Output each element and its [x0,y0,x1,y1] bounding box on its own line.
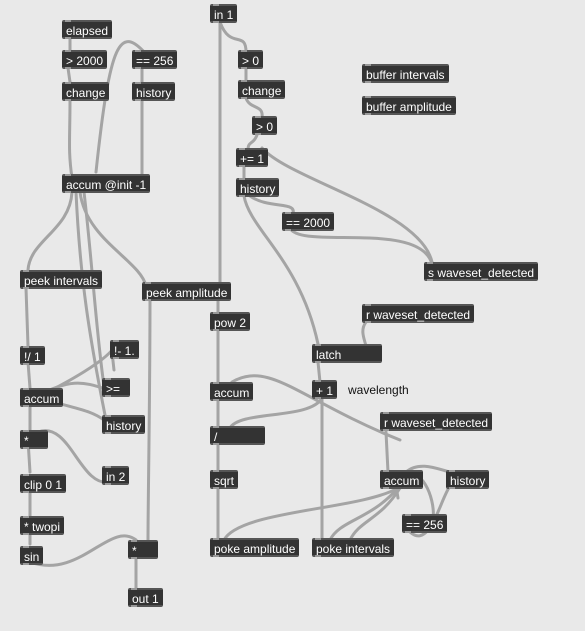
send-waveset-detected-object[interactable]: s waveset_detected [424,262,539,281]
out-1-object[interactable]: out 1 [128,588,163,607]
peek-amplitude-object[interactable]: peek amplitude [142,282,232,301]
gte-object[interactable]: >= [102,378,130,397]
not-minus-1-object[interactable]: !- 1. [110,340,139,359]
accum-init-object[interactable]: accum @init -1 [62,174,151,193]
not-divide-1-object[interactable]: !/ 1 [20,346,45,365]
multiply-left-object[interactable]: * [20,430,48,449]
buffer-amplitude-object[interactable]: buffer amplitude [362,96,456,115]
change-left-object[interactable]: change [62,82,110,101]
history-mid-object[interactable]: history [236,178,280,197]
wavelength-comment: wavelength [348,383,409,397]
gt-0-a-object[interactable]: > 0 [238,50,264,69]
change-mid-object[interactable]: change [238,80,286,99]
poke-intervals-object[interactable]: poke intervals [312,538,395,557]
clip-object[interactable]: clip 0 1 [20,474,67,493]
eq-256-bottom-object[interactable]: == 256 [402,514,448,533]
gt-2000-object[interactable]: > 2000 [62,50,108,69]
eq-2000-object[interactable]: == 2000 [282,212,335,231]
gt-0-b-object[interactable]: > 0 [252,116,278,135]
latch-object[interactable]: latch [312,344,382,363]
in-2-object[interactable]: in 2 [102,466,130,485]
pow-2-object[interactable]: pow 2 [210,312,251,331]
peek-intervals-object[interactable]: peek intervals [20,270,103,289]
receive-waveset-detected-2-object[interactable]: r waveset_detected [380,412,493,431]
history-right-object[interactable]: history [446,470,490,489]
elapsed-object[interactable]: elapsed [62,20,113,39]
receive-waveset-detected-1-object[interactable]: r waveset_detected [362,304,475,323]
multiply-out-object[interactable]: * [128,540,158,559]
divide-object[interactable]: / [210,426,265,445]
history-left-object[interactable]: history [102,415,146,434]
buffer-intervals-object[interactable]: buffer intervals [362,64,449,83]
history-top-object[interactable]: history [132,82,176,101]
sin-object[interactable]: sin [20,546,44,565]
plus-equals-1-object[interactable]: += 1 [236,148,269,167]
sqrt-object[interactable]: sqrt [210,470,239,489]
eq-256-top-object[interactable]: == 256 [132,50,178,69]
accum-mid-object[interactable]: accum [210,382,254,401]
accum-right-object[interactable]: accum [380,470,424,489]
times-twopi-object[interactable]: * twopi [20,516,65,535]
plus-1-object[interactable]: + 1 [312,380,338,399]
in-1-object[interactable]: in 1 [210,4,238,23]
accum-left-object[interactable]: accum [20,388,64,407]
poke-amplitude-object[interactable]: poke amplitude [210,538,300,557]
